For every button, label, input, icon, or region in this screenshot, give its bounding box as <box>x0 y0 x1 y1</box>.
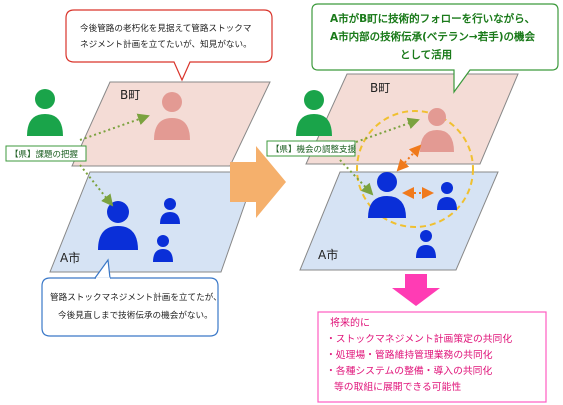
future-item: 等の取組に展開できる可能性 <box>334 380 461 393</box>
green-person-icon <box>27 89 63 136</box>
future-item: ・各種システムの整備・導入の共同化 <box>326 364 492 377</box>
collaboration-callout: A市がB町に技術的フォローを行いながら、 A市内部の技術伝承(ベテラン→若手)の… <box>311 3 559 94</box>
pink-person-icon <box>154 92 190 140</box>
blue-person-small-icon <box>160 198 180 224</box>
transition-arrow <box>230 146 286 218</box>
orange-dotted-arrow <box>396 144 422 172</box>
blue-person-small-icon <box>416 230 436 258</box>
a-city-callout-line2: 今後見直しまで技術伝承の機会がない。 <box>58 309 213 321</box>
future-box: 将来的に ・ストックマネジメント計画策定の共同化 ・処理場・管路維持管理業務の共… <box>317 311 547 403</box>
prefecture-tag-right-text: 【県】機会の調整支援 <box>271 144 357 155</box>
collaboration-callout-line2: A市内部の技術伝承(ベテラン→若手)の機会 <box>330 30 536 43</box>
future-item: ・ストックマネジメント計画策定の共同化 <box>326 332 512 345</box>
prefecture-tag-right: 【県】機会の調整支援 <box>266 140 357 157</box>
collaboration-callout-line3: として活用 <box>400 48 452 61</box>
prefecture-tag-left: 【県】課題の把握 <box>5 145 87 162</box>
b-town-callout: 今後管路の老朽化を見据えて管路ストックマ ネジメント計画を立てたいが、知見がない… <box>65 9 273 82</box>
a-city-callout: 管路ストックマネジメント計画を立てたが、 今後見直しまで技術伝承の機会がない。 <box>41 258 222 337</box>
collaboration-callout-line1: A市がB町に技術的フォローを行いながら、 <box>330 12 535 25</box>
prefecture-tag-left-text: 【県】課題の把握 <box>10 149 79 160</box>
a-city-callout-line1: 管路ストックマネジメント計画を立てたが、 <box>50 291 222 303</box>
future-item: ・処理場・管路維持管理業務の共同化 <box>326 348 493 361</box>
blue-person-small-icon <box>437 182 457 210</box>
b-town-label-left: B町 <box>120 88 140 102</box>
future-arrow <box>392 274 440 306</box>
a-city-label-right: A市 <box>318 247 338 262</box>
dotted-arrow <box>355 117 420 143</box>
b-town-callout-line2: ネジメント計画を立てたいが、知見がない。 <box>80 38 252 50</box>
dotted-arrow <box>79 113 150 141</box>
b-town-callout-line1: 今後管路の老朽化を見据えて管路ストックマ <box>80 22 251 34</box>
collaboration-circle <box>356 110 474 228</box>
pink-person-icon <box>420 108 454 152</box>
future-title: 将来的に <box>330 316 370 329</box>
blue-person-small-icon <box>153 235 173 262</box>
b-town-label-right: B町 <box>370 81 390 95</box>
blue-person-large-icon <box>368 172 406 218</box>
green-person-icon <box>296 90 332 136</box>
a-city-label-left: A市 <box>60 250 80 265</box>
a-city-plane-right <box>299 171 499 271</box>
a-city-plane-left <box>49 171 257 273</box>
dotted-arrow <box>79 164 114 207</box>
